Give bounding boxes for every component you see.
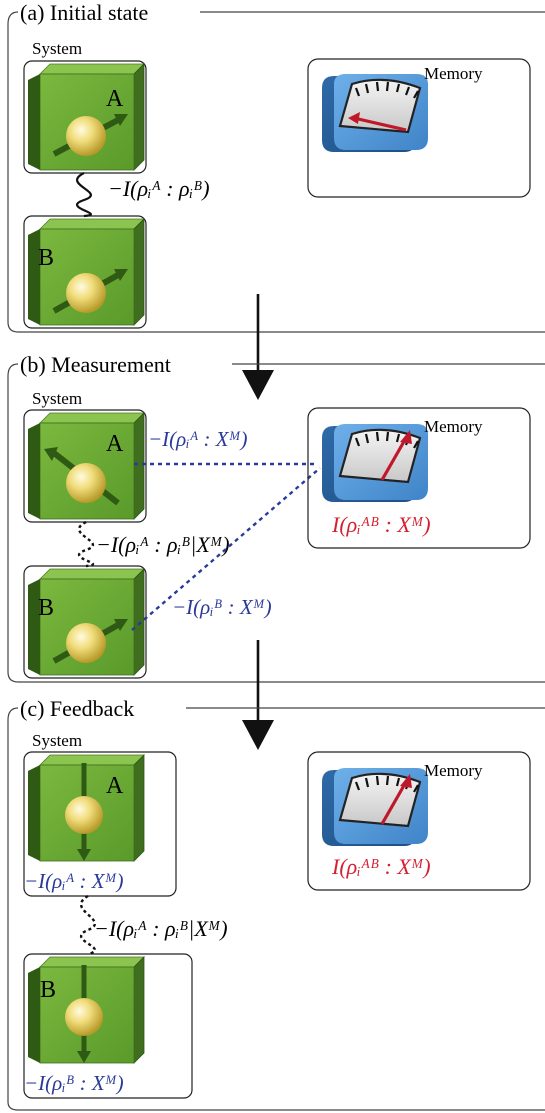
cube-b-measure: B [27,568,145,676]
memory-formula-c: I(ρᵢᴬᴮ : Xᴹ) [331,854,431,879]
spin-ball-icon [65,998,103,1036]
panel-b: (b) Measurement System A B −I(ρᵢᴬ : ρᵢᴮ|… [7,352,545,683]
spin-arrow-icon [114,619,128,631]
svg-text:B: B [40,977,56,1003]
svg-text:Memory: Memory [424,761,483,780]
spin-ball-icon [65,796,103,834]
cube-a-frame [23,60,147,174]
formula-b-feedback: −I(ρᵢᴮ : Xᴹ) [24,1071,124,1095]
link-b-memory [131,467,321,631]
panel-c-coupling-formula: −I(ρᵢᴬ : ρᵢᴮ|Xᴹ) [94,916,228,941]
svg-text:Memory: Memory [424,417,483,436]
memory-label-a: Memory [424,64,483,83]
conditional-link [77,520,95,568]
spin-ball-icon [66,463,106,503]
spin-ball-icon [66,116,106,156]
formula-a-memory: −I(ρᵢᴬ : Xᴹ) [148,427,248,451]
spin-arrow-icon [44,447,58,461]
memory-frame-c [307,751,531,891]
spin-ball-icon [66,273,106,313]
cube-b-feedback: B [27,956,145,1064]
formula-a-feedback: −I(ρᵢᴬ : Xᴹ) [24,869,124,893]
conditional-link-c [79,894,97,956]
spin-arrow-icon [77,849,91,861]
panel-a-coupling-formula: −I(ρᵢᴬ : ρᵢᴮ) [108,176,210,201]
panel-c-system-label: System [32,731,82,750]
panel-a-title: (a) Initial state [20,0,148,25]
cube-a-measure: A [27,412,145,520]
panel-c: (c) Feedback System A −I(ρᵢᴬ : Xᴹ) B −I(… [7,696,545,1111]
entanglement-link [75,172,93,218]
spin-arrow-icon [114,269,128,281]
spin-arrow-icon [77,1051,91,1063]
panel-c-title: (c) Feedback [20,696,134,721]
cube-b: B [27,218,145,326]
cube-b-label: B [38,245,54,271]
svg-text:A: A [106,773,124,799]
memory-meter-icon-b [320,422,430,504]
memory-frame-a [307,58,531,198]
spin-ball-icon [66,623,106,663]
cube-a: A [27,63,145,171]
panel-a-system-label: System [32,39,82,58]
panel-b-coupling-formula: −I(ρᵢᴬ : ρᵢᴮ|Xᴹ) [96,532,230,557]
panel-b-system-label: System [32,389,82,408]
spin-arrow-icon [114,114,128,126]
panel-b-title: (b) Measurement [20,352,171,377]
memory-formula-b: I(ρᵢᴬᴮ : Xᴹ) [331,512,431,537]
memory-meter-icon-a [320,72,430,154]
cube-a-feedback: A [27,754,145,862]
panel-a: (a) Initial state System A B −I(ρᵢᴬ : ρᵢ… [7,0,545,333]
formula-b-memory: −I(ρᵢᴮ : Xᴹ) [172,595,272,619]
memory-frame-b [307,407,531,549]
svg-text:B: B [38,595,54,621]
memory-meter-icon-c [320,766,430,848]
svg-text:A: A [106,431,124,457]
cube-a-label: A [106,86,124,112]
